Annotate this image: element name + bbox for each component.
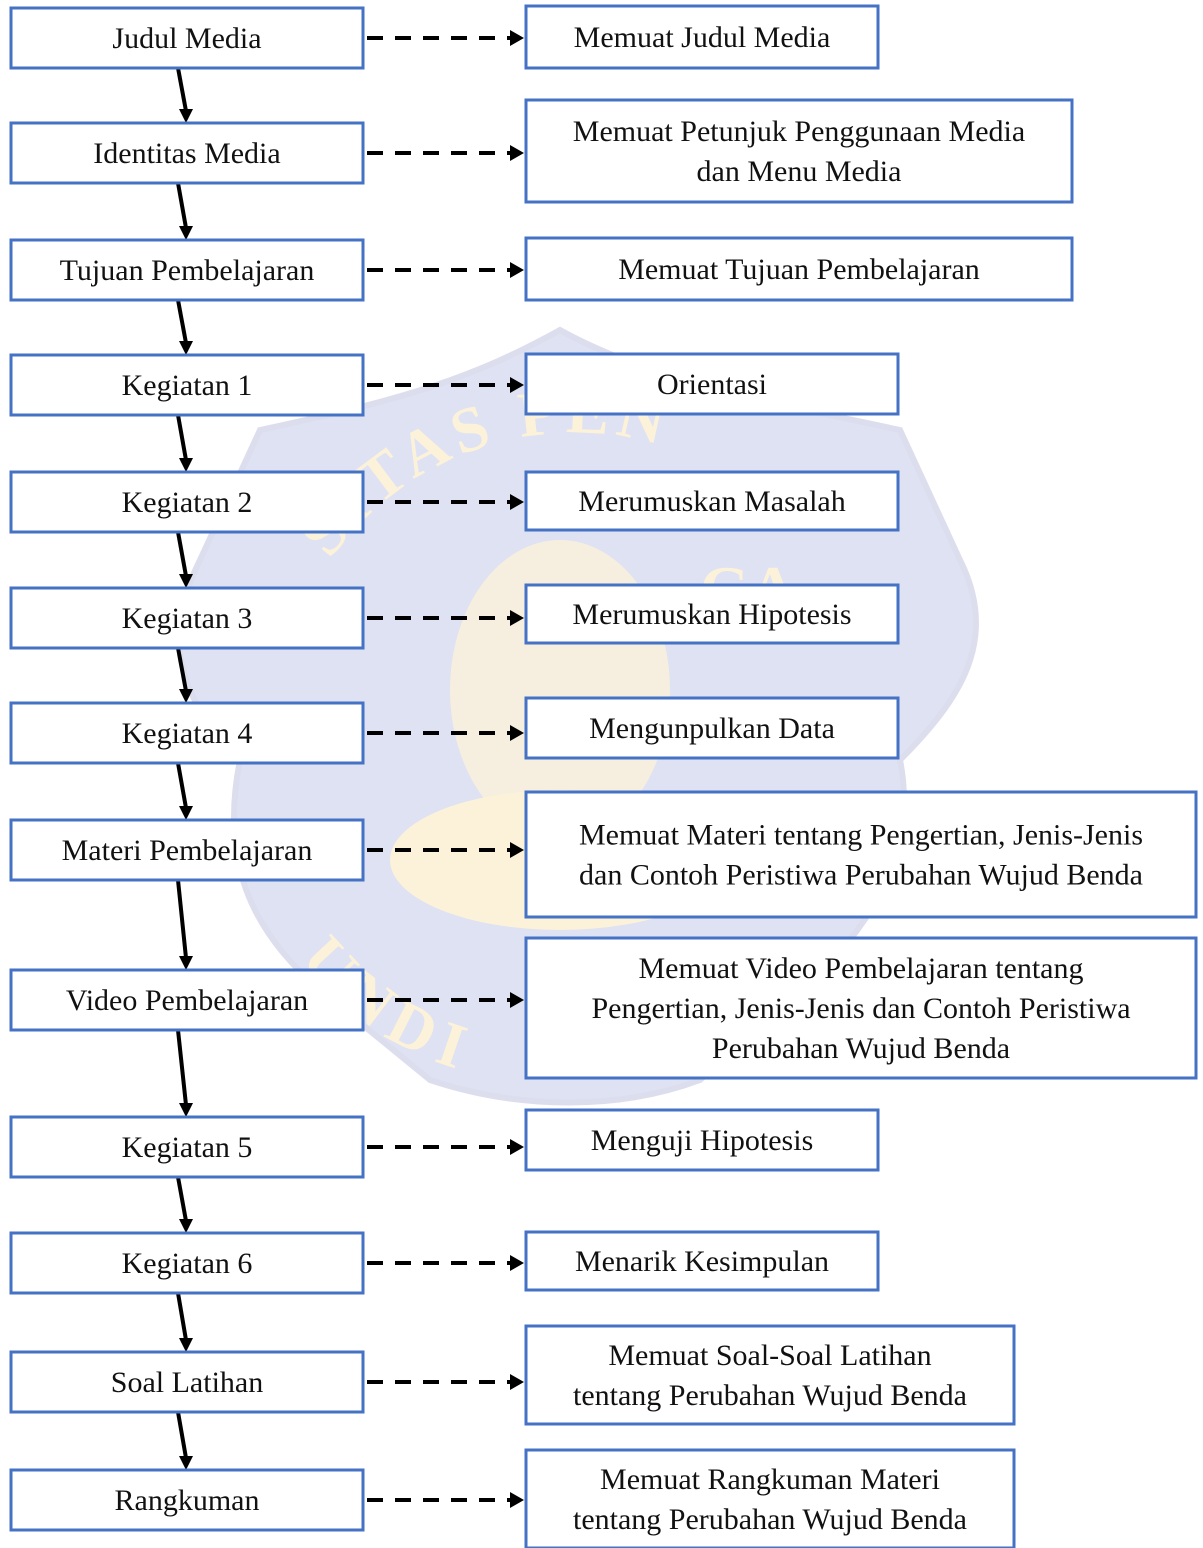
dashed-arrowhead-kegiatan-1 [510,377,524,393]
desc-line-video-pembelajaran: Perubahan Wujud Benda [712,1032,1010,1065]
desc-box-identitas-media [524,98,1074,204]
flow-arrowhead-kegiatan-1 [179,458,193,472]
flow-arrowhead-kegiatan-2 [179,574,193,588]
step-label-soal-latihan: Soal Latihan [111,1366,263,1399]
desc-box-rangkuman [524,1448,1016,1548]
flow-arrowhead-judul-media [179,109,193,123]
dashed-arrowhead-materi-pembelajaran [510,842,524,858]
flow-arrowhead-kegiatan-6 [179,1338,193,1352]
flow-arrow-tujuan-pembelajaran [176,299,188,344]
flow-arrowhead-kegiatan-4 [179,806,193,820]
dashed-arrowhead-kegiatan-2 [510,494,524,510]
step-label-kegiatan-4: Kegiatan 4 [122,717,253,750]
flow-arrowhead-video-pembelajaran [179,1103,193,1117]
desc-box-tujuan-pembelajaran [524,236,1074,302]
desc-line-soal-latihan: tentang Perubahan Wujud Benda [573,1379,967,1412]
desc-box-kegiatan-3 [524,583,900,645]
arrows-layer [176,30,524,1508]
dashed-arrowhead-rangkuman [510,1492,524,1508]
desc-line-rangkuman: tentang Perubahan Wujud Benda [573,1503,967,1536]
flow-arrow-judul-media [176,67,188,112]
desc-line-kegiatan-6: Menarik Kesimpulan [575,1245,829,1278]
desc-line-identitas-media: dan Menu Media [697,155,902,188]
flow-arrow-kegiatan-1 [176,414,188,461]
step-label-identitas-media: Identitas Media [93,137,280,170]
step-box-soal-latihan [9,1350,365,1414]
step-box-kegiatan-3 [9,586,365,650]
step-box-tujuan-pembelajaran [9,238,365,302]
step-label-tujuan-pembelajaran: Tujuan Pembelajaran [60,254,315,287]
step-label-rangkuman: Rangkuman [115,1484,260,1517]
desc-box-kegiatan-6 [524,1230,880,1292]
desc-box-kegiatan-5 [524,1108,880,1172]
step-box-kegiatan-5 [9,1115,365,1179]
flow-arrow-video-pembelajaran [176,1029,188,1106]
desc-box-judul-media [524,4,880,70]
desc-line-kegiatan-5: Menguji Hipotesis [591,1124,814,1157]
step-label-kegiatan-1: Kegiatan 1 [122,369,253,402]
desc-line-kegiatan-3: Merumuskan Hipotesis [572,598,851,631]
step-label-kegiatan-3: Kegiatan 3 [122,602,253,635]
flow-arrow-kegiatan-5 [176,1176,188,1222]
desc-box-soal-latihan [524,1324,1016,1426]
step-box-identitas-media [9,121,365,185]
dashed-arrowhead-judul-media [510,30,524,46]
desc-line-materi-pembelajaran: dan Contoh Peristiwa Perubahan Wujud Ben… [579,859,1143,892]
step-box-rangkuman [9,1468,365,1532]
desc-line-materi-pembelajaran: Memuat Materi tentang Pengertian, Jenis-… [579,819,1143,852]
desc-box-kegiatan-1 [524,352,900,416]
desc-line-tujuan-pembelajaran: Memuat Tujuan Pembelajaran [618,253,980,286]
desc-line-kegiatan-1: Orientasi [657,368,767,401]
desc-box-video-pembelajaran [524,936,1198,1080]
flow-arrow-kegiatan-3 [176,647,188,692]
step-label-judul-media: Judul Media [112,22,261,55]
dashed-arrowhead-kegiatan-4 [510,725,524,741]
step-label-video-pembelajaran: Video Pembelajaran [66,984,308,1017]
desc-line-video-pembelajaran: Memuat Video Pembelajaran tentang [638,952,1083,985]
flow-arrow-soal-latihan [176,1411,188,1459]
step-label-kegiatan-2: Kegiatan 2 [122,486,253,519]
dashed-arrowhead-kegiatan-3 [510,610,524,626]
dashed-arrowhead-tujuan-pembelajaran [510,262,524,278]
desc-box-kegiatan-4 [524,696,900,760]
dashed-arrowhead-soal-latihan [510,1374,524,1390]
step-box-kegiatan-4 [9,701,365,765]
desc-line-soal-latihan: Memuat Soal-Soal Latihan [608,1339,931,1372]
step-label-materi-pembelajaran: Materi Pembelajaran [62,834,313,867]
step-box-video-pembelajaran [9,968,365,1032]
step-box-kegiatan-1 [9,353,365,417]
desc-line-kegiatan-4: Mengunpulkan Data [589,712,835,745]
step-box-materi-pembelajaran [9,818,365,882]
dashed-arrowhead-kegiatan-5 [510,1139,524,1155]
flow-arrowhead-tujuan-pembelajaran [179,341,193,355]
flow-arrow-materi-pembelajaran [176,879,188,959]
step-box-judul-media [9,6,365,70]
flow-arrow-identitas-media [176,182,188,229]
step-box-kegiatan-2 [9,470,365,534]
flow-arrowhead-identitas-media [179,226,193,240]
flow-arrowhead-soal-latihan [179,1456,193,1470]
desc-box-materi-pembelajaran [524,790,1198,919]
flow-arrowhead-materi-pembelajaran [179,956,193,970]
dashed-arrowhead-identitas-media [510,145,524,161]
desc-box-kegiatan-2 [524,470,900,532]
flow-arrow-kegiatan-4 [176,762,188,809]
desc-line-identitas-media: Memuat Petunjuk Penggunaan Media [573,115,1025,148]
dashed-arrowhead-video-pembelajaran [510,992,524,1008]
flow-arrow-kegiatan-6 [176,1292,188,1341]
desc-line-kegiatan-2: Merumuskan Masalah [578,485,845,518]
flow-arrow-kegiatan-2 [176,531,188,577]
desc-line-video-pembelajaran: Pengertian, Jenis-Jenis dan Contoh Peris… [591,992,1130,1025]
dashed-arrowhead-kegiatan-6 [510,1255,524,1271]
step-box-kegiatan-6 [9,1231,365,1295]
step-label-kegiatan-6: Kegiatan 6 [122,1247,253,1280]
step-label-kegiatan-5: Kegiatan 5 [122,1131,253,1164]
flow-arrowhead-kegiatan-5 [179,1219,193,1233]
desc-line-judul-media: Memuat Judul Media [574,21,831,54]
desc-line-rangkuman: Memuat Rangkuman Materi [600,1463,940,1496]
flow-arrowhead-kegiatan-3 [179,689,193,703]
